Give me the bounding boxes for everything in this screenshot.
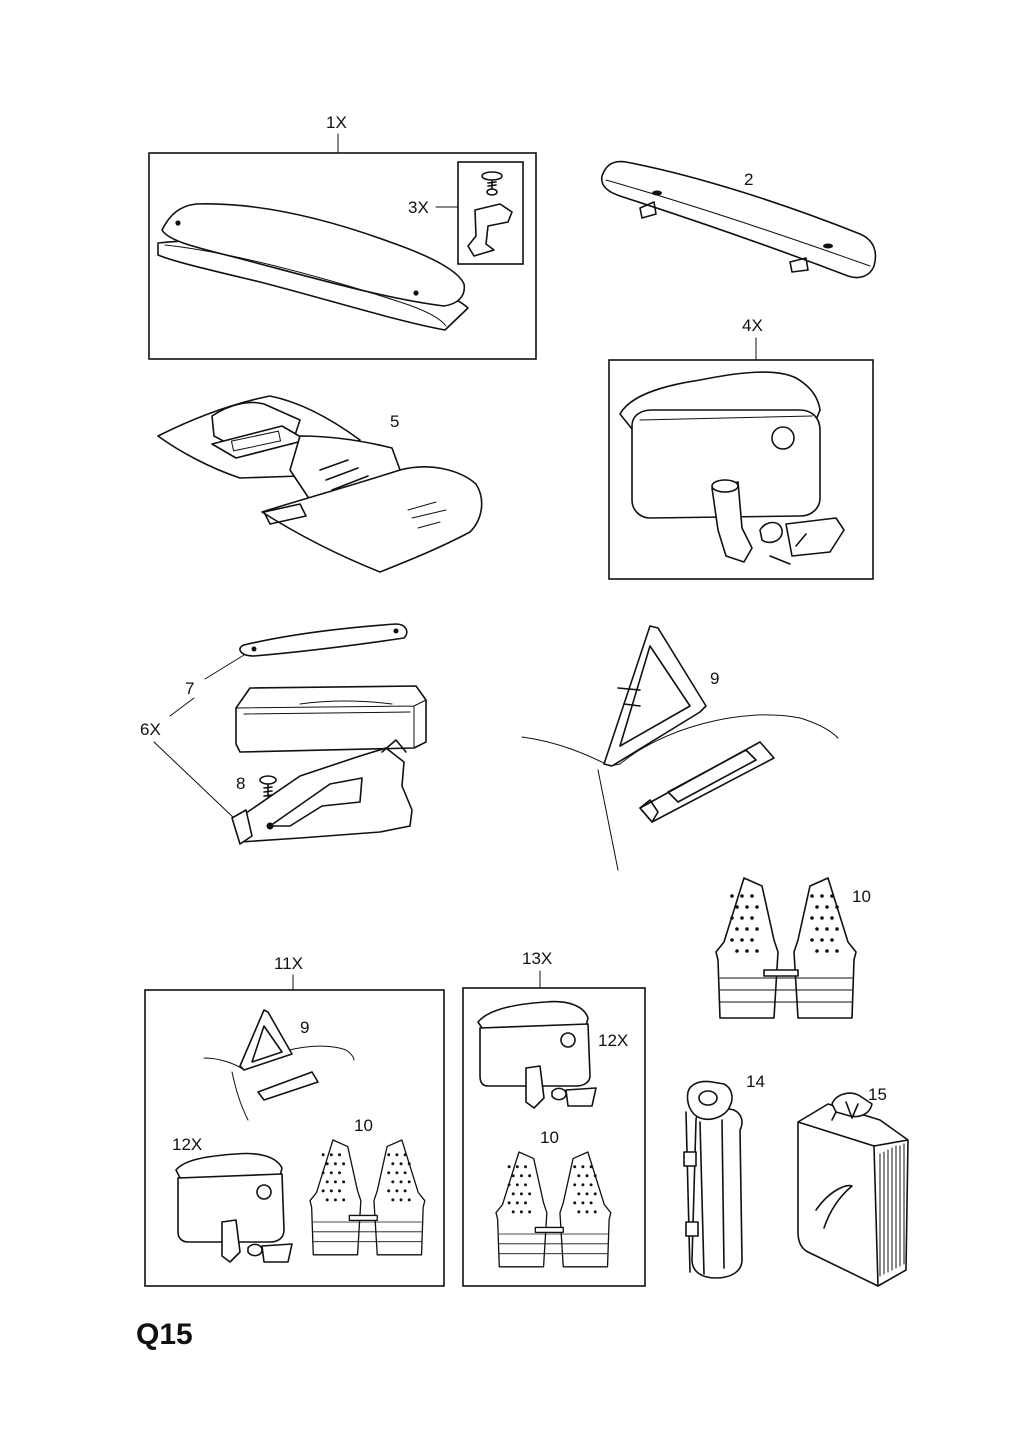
part-group-15: 15 — [797, 1085, 909, 1287]
label-5: 5 — [390, 412, 399, 431]
part-group-14: 14 — [683, 1072, 765, 1279]
fire-extinguisher-illustration — [683, 1080, 743, 1279]
label-12x-kit13: 12X — [598, 1031, 628, 1050]
label-10-kit11: 10 — [354, 1116, 373, 1135]
part-group-9: 9 — [521, 625, 839, 871]
part-group-13x: 13X 12X 10 — [462, 949, 646, 1287]
label-6x: 6X — [140, 720, 161, 739]
leader-6x-upper — [169, 697, 195, 717]
bracket-illustration — [231, 739, 413, 845]
first-aid-bag-small-b-illustration — [477, 1000, 597, 1109]
safety-vest-illustration — [715, 877, 857, 1019]
label-1x: 1X — [326, 113, 347, 132]
jerry-can-ribs — [879, 1143, 905, 1277]
part-group-1x: 1X 3X — [148, 113, 537, 360]
box-1x — [148, 152, 537, 360]
screw-8-illustration — [259, 775, 277, 801]
box-13x — [462, 987, 646, 1287]
label-13x: 13X — [522, 949, 552, 968]
leader-7 — [204, 654, 245, 680]
part-group-10: 10 — [715, 877, 871, 1019]
part-group-6x: 7 6X 8 — [140, 623, 427, 845]
tool-box-illustration — [235, 685, 427, 753]
trim-strip-illustration — [600, 160, 877, 279]
page-code: Q15 — [136, 1318, 193, 1351]
part-group-4x: 4X — [608, 316, 874, 580]
box-3x — [457, 161, 524, 265]
label-10: 10 — [852, 887, 871, 906]
screw-and-clip-illustration — [467, 171, 513, 257]
label-15: 15 — [868, 1085, 887, 1104]
safety-vest-small-b-illustration — [495, 1151, 612, 1268]
warning-triangle-illustration — [521, 625, 839, 871]
tool-roll-illustration — [157, 395, 483, 573]
label-2: 2 — [744, 170, 753, 189]
storage-cover-illustration — [157, 203, 469, 331]
strap-illustration — [239, 623, 408, 657]
label-12x-kit11: 12X — [172, 1135, 202, 1154]
label-9-kit: 9 — [300, 1018, 309, 1037]
label-7: 7 — [185, 679, 194, 698]
label-3x: 3X — [408, 198, 429, 217]
label-10-kit13: 10 — [540, 1128, 559, 1147]
label-8: 8 — [236, 774, 245, 793]
safety-vest-small-a-illustration — [309, 1139, 426, 1256]
label-4x: 4X — [742, 316, 763, 335]
label-9: 9 — [710, 669, 719, 688]
first-aid-bag-illustration — [619, 371, 845, 565]
part-group-11x: 11X 9 12X 10 — [144, 954, 445, 1287]
box-11x — [144, 989, 445, 1287]
leader-6x-lower — [153, 741, 237, 821]
box-4x — [608, 359, 874, 580]
part-group-2: 2 — [600, 160, 877, 279]
warning-triangle-small-illustration — [203, 1009, 355, 1121]
label-14: 14 — [746, 1072, 765, 1091]
first-aid-bag-small-a-illustration — [175, 1152, 293, 1263]
label-11x: 11X — [274, 954, 303, 973]
jerry-can-illustration — [797, 1092, 909, 1287]
part-group-5: 5 — [157, 395, 483, 573]
